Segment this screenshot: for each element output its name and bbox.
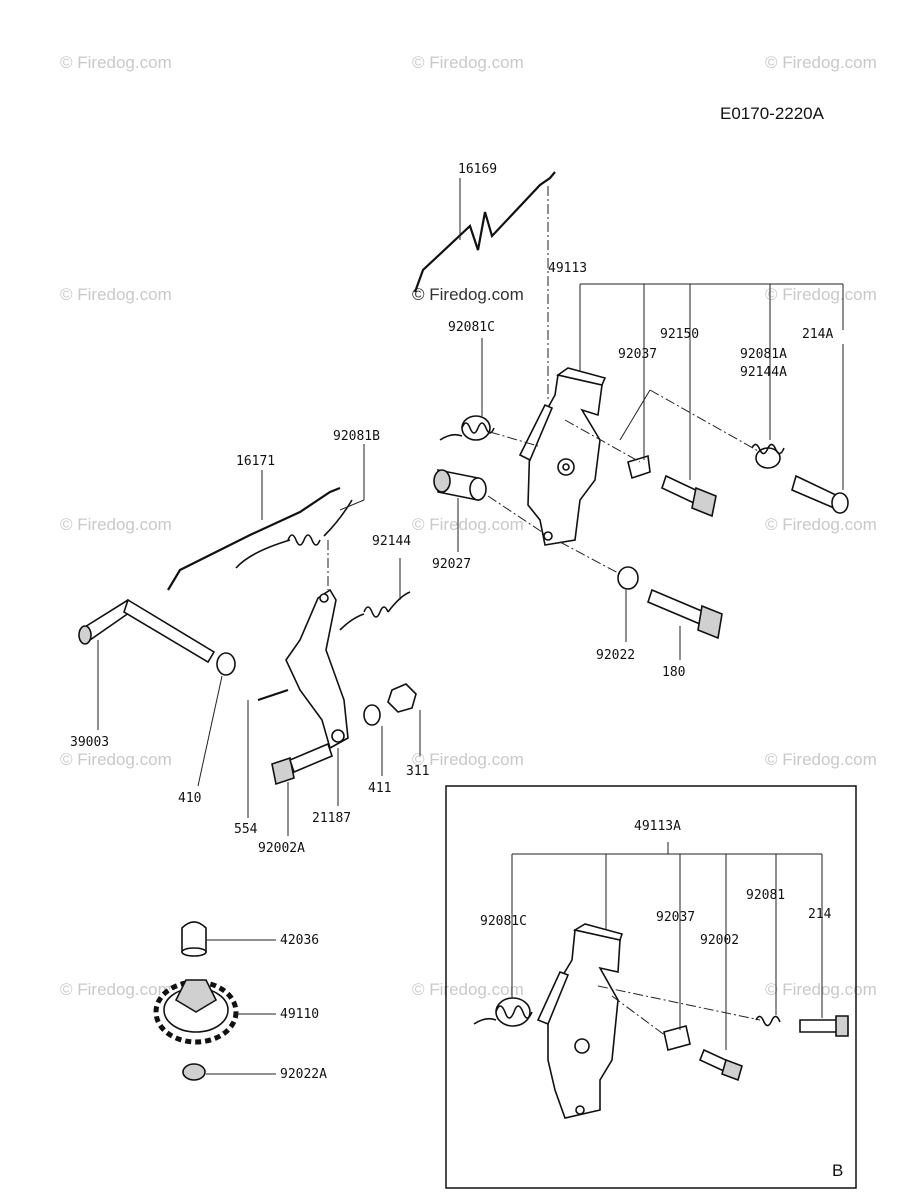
- label-92022: 92022: [596, 648, 635, 663]
- label-92144A: 92144A: [740, 365, 787, 380]
- label-180: 180: [662, 665, 685, 680]
- watermark: © Firedog.com: [412, 515, 524, 534]
- bolt-92150: [661, 474, 717, 518]
- washer-92022A: [182, 1063, 206, 1081]
- spring-92081C-inset: [473, 997, 533, 1027]
- spring-92081C: [439, 415, 495, 441]
- lever-shaft-39003: [78, 598, 216, 664]
- watermark: © Firedog.com: [765, 515, 877, 534]
- bolt-92002A: [271, 742, 333, 786]
- watermark: © Firedog.com: [60, 750, 172, 769]
- watermark: © Firedog.com: [412, 53, 524, 72]
- washer-411: [363, 704, 381, 726]
- washer-92022: [617, 566, 639, 590]
- label-92002A: 92002A: [258, 841, 305, 856]
- control-bracket-49113A: [536, 923, 624, 1119]
- label-311: 311: [406, 764, 429, 779]
- lever-arm-21187: [285, 588, 349, 750]
- watermark: © Firedog.com: [765, 285, 877, 304]
- bolt-180: [647, 588, 723, 640]
- label-42036: 42036: [280, 933, 319, 948]
- watermark: © Firedog.com: [60, 53, 172, 72]
- label-92150: 92150: [660, 327, 699, 342]
- clip-92037-inset: [663, 1025, 691, 1051]
- label-92027: 92027: [432, 557, 471, 572]
- label-92081C-inset: 92081C: [480, 914, 527, 929]
- rod-16171: [167, 486, 341, 591]
- watermark: © Firedog.com: [412, 980, 524, 999]
- gear-49110: [153, 979, 239, 1045]
- label-554: 554: [234, 822, 258, 837]
- label-49113A: 49113A: [634, 819, 681, 834]
- label-92037-inset: 92037: [656, 910, 695, 925]
- label-92081: 92081: [746, 888, 785, 903]
- label-92037: 92037: [618, 347, 657, 362]
- sleeve-92027: [433, 469, 487, 501]
- inset-letter: B: [832, 1161, 843, 1180]
- governor-rod-16169: [413, 171, 556, 293]
- watermark: © Firedog.com: [412, 285, 524, 304]
- label-49110: 49110: [280, 1007, 319, 1022]
- inset-frame: [445, 785, 857, 1189]
- label-92081A: 92081A: [740, 347, 787, 362]
- watermark: © Firedog.com: [765, 750, 877, 769]
- label-214: 214: [808, 907, 832, 922]
- label-39003: 39003: [70, 735, 109, 750]
- inset-b: [445, 785, 857, 1189]
- watermark: © Firedog.com: [60, 980, 172, 999]
- label-92002: 92002: [700, 933, 739, 948]
- watermark: © Firedog.com: [412, 750, 524, 769]
- label-16169: 16169: [458, 162, 497, 177]
- label-92081B: 92081B: [333, 429, 380, 444]
- bolt-214A: [791, 474, 849, 514]
- control-bracket-49113: [518, 367, 607, 546]
- label-21187: 21187: [312, 811, 351, 826]
- clip-92037: [627, 454, 651, 480]
- bolt-214-inset: [799, 1015, 849, 1037]
- washer-410: [216, 652, 236, 676]
- nut-311: [387, 683, 417, 713]
- label-92144: 92144: [372, 534, 411, 549]
- spring-92081-inset: [755, 1015, 781, 1027]
- label-92081C: 92081C: [448, 320, 495, 335]
- bolt-92002-inset: [698, 1048, 743, 1082]
- watermark: © Firedog.com: [765, 980, 877, 999]
- spring-92081A: [751, 443, 785, 469]
- label-411: 411: [368, 781, 391, 796]
- watermark: © Firedog.com: [60, 285, 172, 304]
- label-49113: 49113: [548, 261, 587, 276]
- pin-554: [257, 688, 289, 702]
- watermark: © Firedog.com: [60, 515, 172, 534]
- label-92022A: 92022A: [280, 1067, 327, 1082]
- cap-42036: [181, 921, 207, 957]
- watermarks: © Firedog.com © Firedog.com © Firedog.co…: [60, 53, 877, 999]
- watermark: © Firedog.com: [765, 53, 877, 72]
- label-214A: 214A: [802, 327, 833, 342]
- label-16171: 16171: [236, 454, 275, 469]
- diagram-code: E0170-2220A: [720, 104, 825, 123]
- part-labels: 16169 49113 92081C 92150 214A 92037 9208…: [70, 162, 843, 1180]
- label-410: 410: [178, 791, 201, 806]
- leader-lines: [97, 178, 844, 1075]
- spring-92081B: [235, 499, 353, 569]
